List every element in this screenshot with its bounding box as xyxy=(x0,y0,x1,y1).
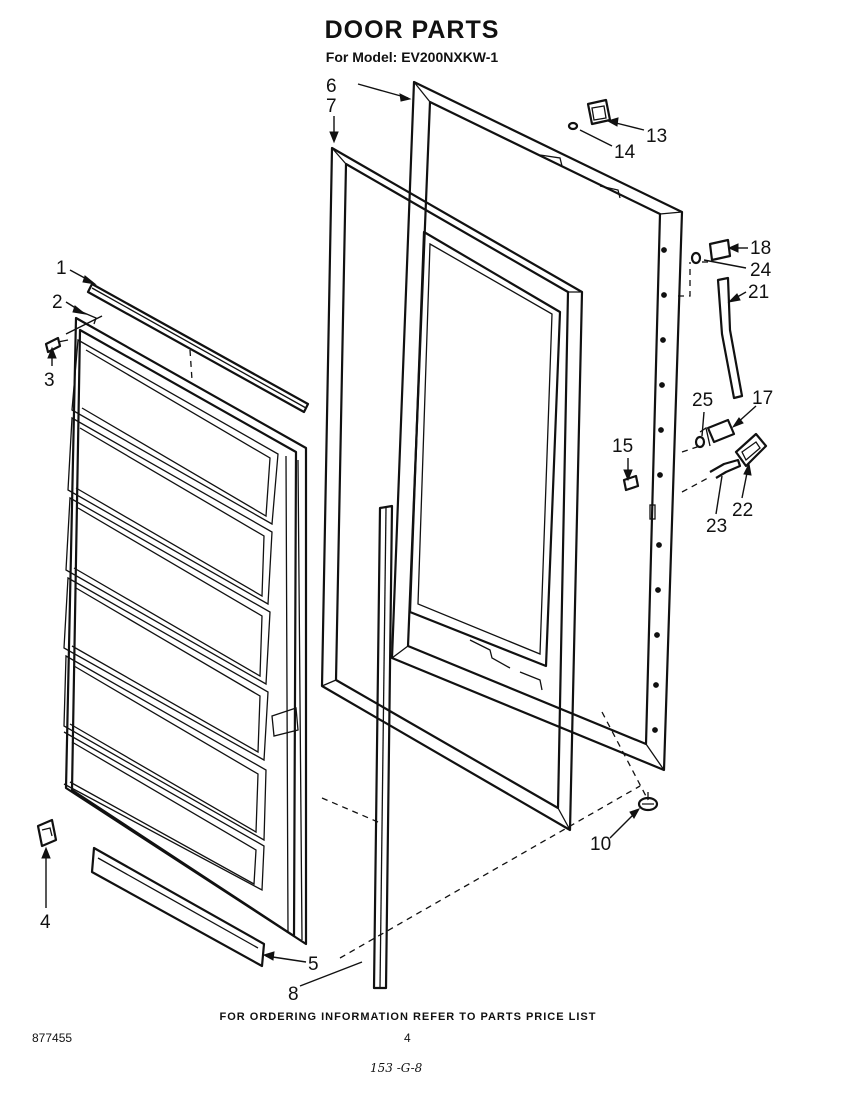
handle-part-22 xyxy=(734,432,768,468)
screw-part-3 xyxy=(44,336,69,354)
pin-part-23 xyxy=(709,458,742,479)
screw-part-15 xyxy=(622,474,640,492)
bracket-part-4 xyxy=(36,818,58,848)
panel-holes xyxy=(649,247,667,733)
callout-8: 8 xyxy=(288,984,299,1005)
top-trim-strip xyxy=(86,282,310,414)
leader-lines xyxy=(41,83,757,987)
callout-5: 5 xyxy=(308,954,319,975)
callout-2: 2 xyxy=(52,292,63,313)
callout-13: 13 xyxy=(646,126,667,147)
callout-18: 18 xyxy=(750,238,771,259)
cap-part-13 xyxy=(586,98,612,126)
hinge-part-18 xyxy=(690,238,732,265)
callout-7: 7 xyxy=(326,96,337,117)
plug-part-14 xyxy=(567,121,579,131)
bottom-trim-part-5 xyxy=(90,846,266,968)
callout-24: 24 xyxy=(750,260,772,281)
document-number: 877455 xyxy=(32,1031,72,1045)
callout-1: 1 xyxy=(56,258,67,279)
callout-17: 17 xyxy=(752,388,773,409)
alignment-lines xyxy=(321,262,709,959)
callout-22: 22 xyxy=(732,500,753,521)
callout-4: 4 xyxy=(40,912,51,933)
ordering-note: FOR ORDERING INFORMATION REFER TO PARTS … xyxy=(220,1011,597,1023)
callout-10: 10 xyxy=(590,834,611,855)
part-2-fastener xyxy=(81,311,97,325)
gasket-strip-part-8 xyxy=(372,504,394,990)
callout-6: 6 xyxy=(326,76,337,97)
door-gasket-frame xyxy=(320,146,584,832)
callout-25: 25 xyxy=(692,390,713,411)
callout-labels: 1 2 3 4 5 6 7 8 10 13 14 15 17 18 21 22 … xyxy=(40,76,773,1005)
callout-3: 3 xyxy=(44,370,55,391)
spacer-part-25 xyxy=(694,435,706,449)
inner-door-liner xyxy=(63,316,308,946)
callout-23: 23 xyxy=(706,516,727,537)
outer-door-panel xyxy=(390,80,684,772)
handle-part-17 xyxy=(699,418,736,447)
callout-21: 21 xyxy=(748,282,769,303)
page-title: DOOR PARTS xyxy=(325,16,500,44)
callout-14: 14 xyxy=(614,142,636,163)
handwritten-code: 153 -G-8 xyxy=(370,1061,423,1075)
handle-strip-part-21 xyxy=(716,276,744,400)
model-subtitle: For Model: EV200NXKW-1 xyxy=(326,49,499,65)
callout-15: 15 xyxy=(612,436,633,457)
leveling-foot-part-10 xyxy=(637,792,659,812)
page-number: 4 xyxy=(404,1031,411,1045)
